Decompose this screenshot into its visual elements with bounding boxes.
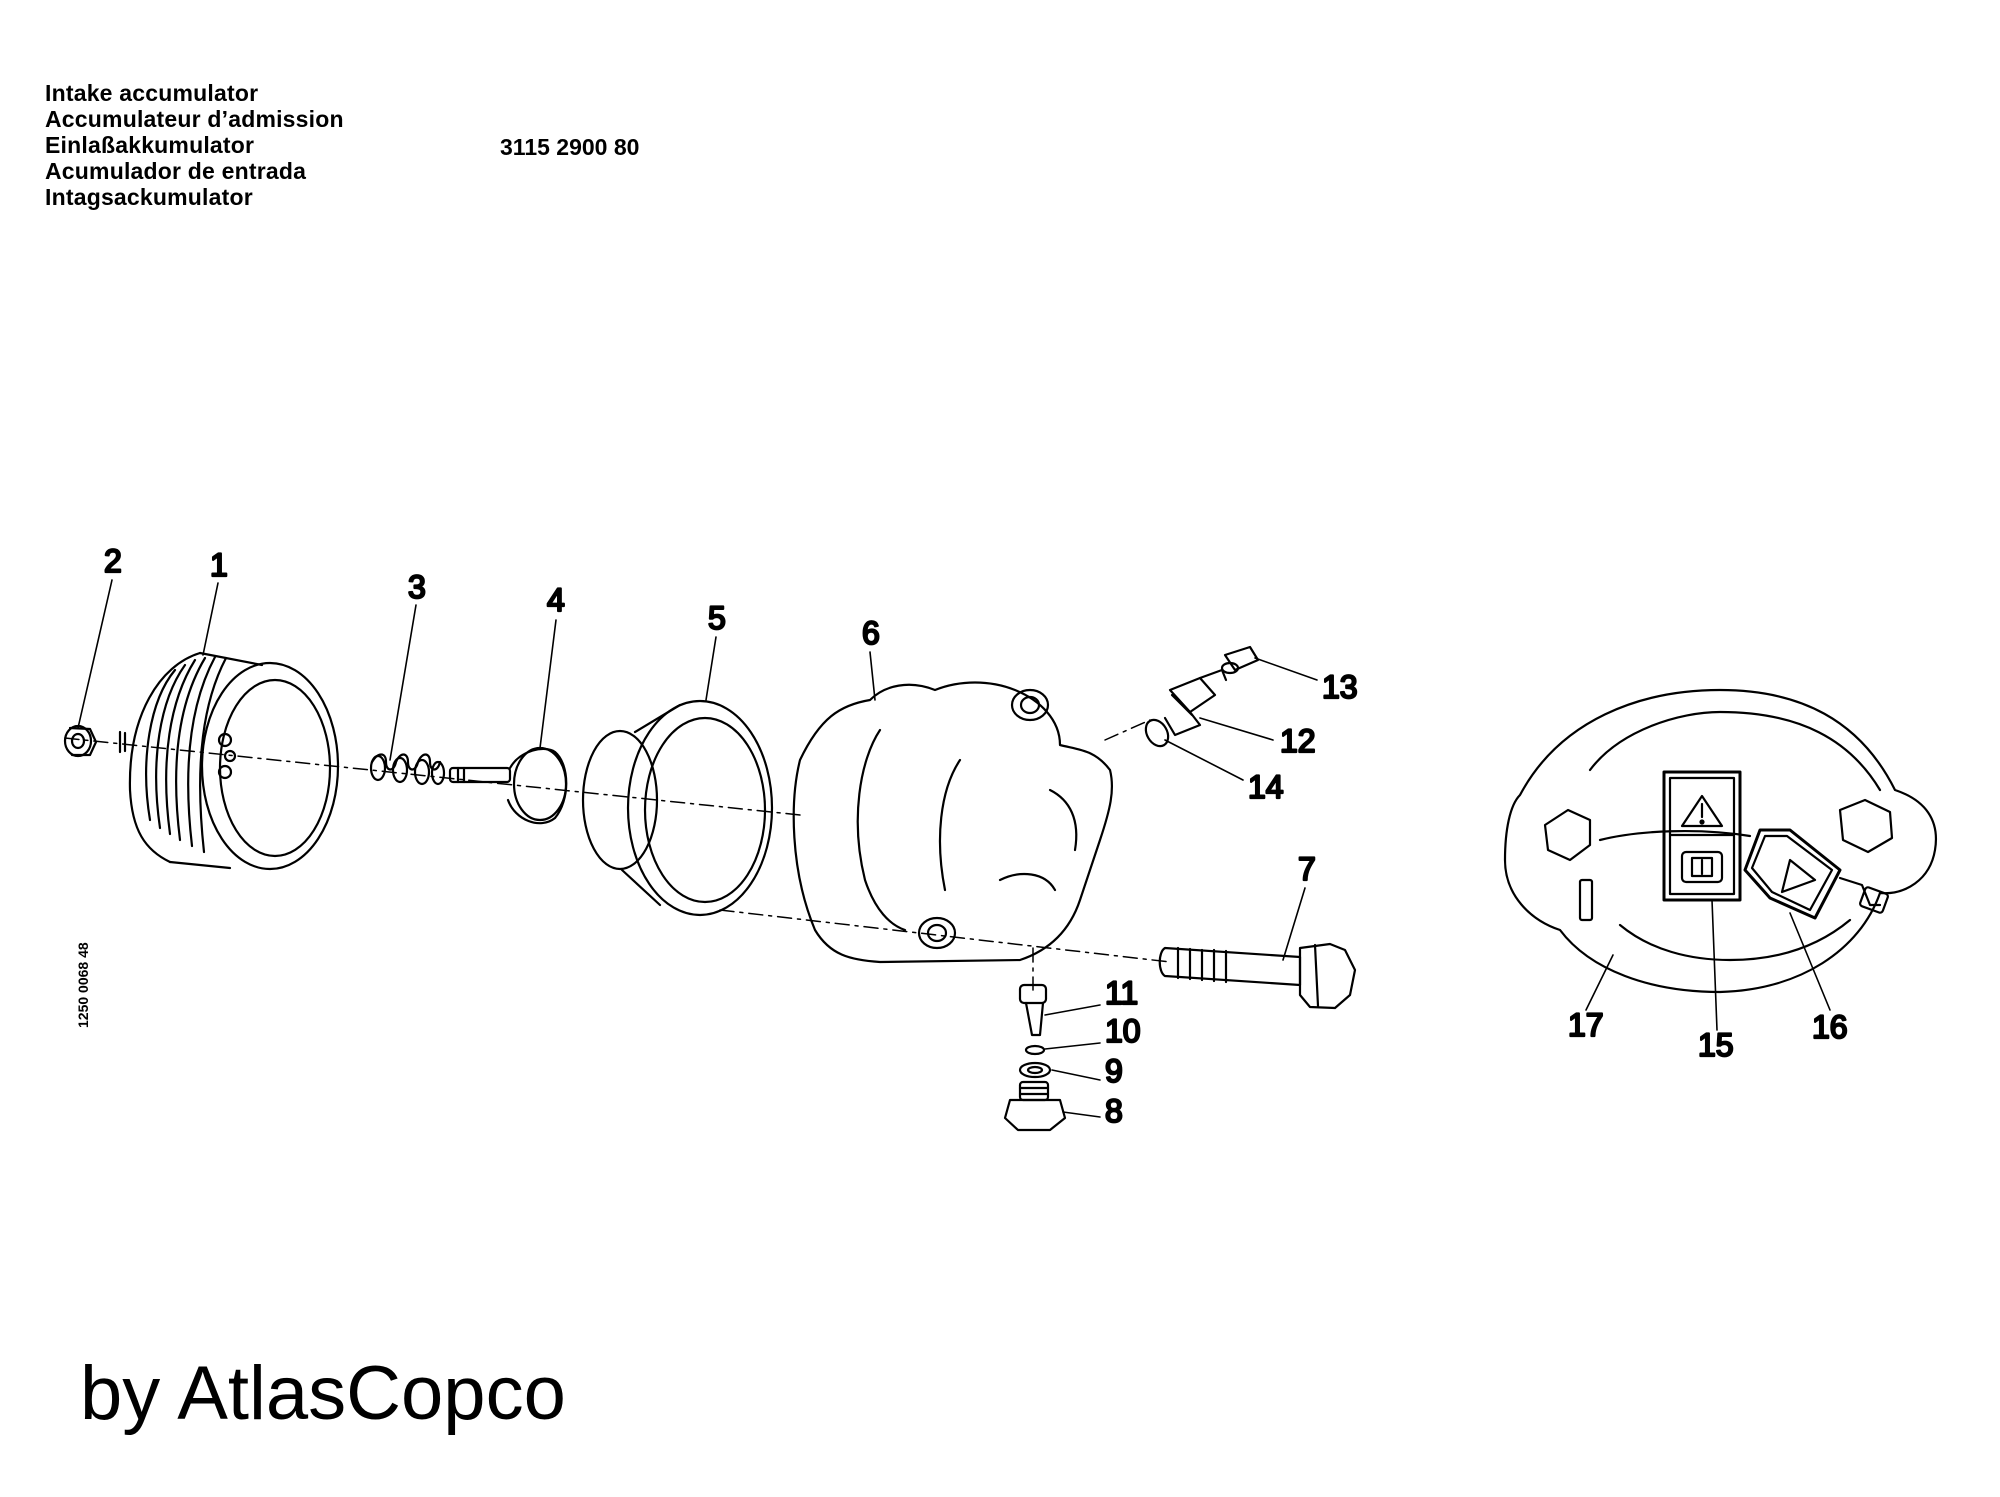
info-manual-icon [1680,850,1724,884]
callout-10: 10 [1105,1013,1141,1049]
callouts: 2 1 3 4 5 6 13 12 14 7 11 10 9 8 17 15 1… [103,542,1849,1130]
callout-6: 6 [862,615,880,651]
part-1-accumulator-cover [128,651,340,871]
callout-17: 17 [1568,1007,1604,1043]
callout-4: 4 [547,582,565,618]
part-2-nut [63,724,127,758]
nitrogen-warning-icon [1780,858,1817,894]
callout-13: 13 [1322,669,1358,705]
title-german: Einlaßakkumulator [45,132,255,158]
part-8-plug [1003,1080,1067,1132]
warning-triangle-icon [1680,794,1724,828]
part-12-valve-nipple [1163,668,1228,737]
callout-1: 1 [210,547,228,583]
callout-16: 16 [1812,1009,1848,1045]
title-french: Accumulateur d’admission [45,106,344,132]
callout-3: 3 [408,569,426,605]
callout-8: 8 [1105,1093,1123,1129]
title-block: Intake accumulator Accumulateur d’admiss… [45,80,344,210]
callout-15: 15 [1698,1027,1734,1063]
part-number: 3115 2900 80 [500,134,640,160]
part-3-spring [369,753,446,786]
leader-lines [77,579,1831,1118]
detail-cover-plate-17 [1503,688,1938,994]
callout-5: 5 [708,600,726,636]
detail-nitrogen-decal-16 [1743,828,1889,920]
part-7-bolt [1158,942,1357,1010]
part-14-seal-ring [1144,718,1170,748]
title-english: Intake accumulator [45,80,259,106]
part-5-diaphragm [581,699,774,917]
watermark: by AtlasCopco [80,1351,566,1436]
callout-12: 12 [1280,723,1316,759]
part-13-fitting [1220,645,1260,675]
callout-14: 14 [1248,769,1284,805]
part-6-housing [792,681,1114,964]
part-4-valve [448,746,568,825]
callout-2: 2 [104,543,122,579]
callout-9: 9 [1105,1053,1123,1089]
detail-label-15 [1662,770,1742,902]
part-11-pin [1018,983,1048,1037]
title-swedish: Intagsackumulator [45,184,253,210]
part-10-seal [1024,1044,1046,1056]
part-9-washer [1018,1061,1052,1079]
callout-11: 11 [1105,975,1138,1011]
callout-7: 7 [1298,851,1316,887]
title-spanish: Acumulador de entrada [45,158,307,184]
